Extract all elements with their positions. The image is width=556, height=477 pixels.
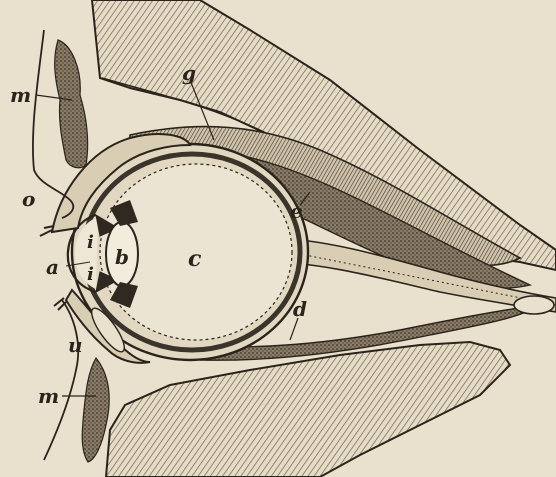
upper-eyelash — [40, 226, 54, 236]
label-b: b — [115, 245, 129, 269]
lower-skin-outline — [44, 300, 78, 460]
leader-d — [290, 318, 298, 340]
label-e: e — [290, 199, 303, 223]
label-d: d — [293, 297, 307, 321]
label-a: a — [46, 255, 59, 279]
label-o: o — [22, 187, 35, 211]
lower-eyelash — [54, 298, 66, 310]
label-c: c — [188, 246, 202, 272]
label-i-upper: i — [87, 232, 94, 253]
muscle-origin-ring — [514, 296, 554, 314]
label-i-lower: i — [87, 264, 94, 285]
label-g: g — [182, 61, 196, 85]
label-m-lower: m — [38, 384, 59, 408]
upper-orbicularis-muscle — [55, 40, 88, 168]
lower-orbicularis-muscle — [82, 358, 109, 462]
label-m-upper: m — [10, 83, 31, 107]
label-u: u — [68, 333, 83, 357]
orbital-floor-bone — [106, 342, 510, 477]
